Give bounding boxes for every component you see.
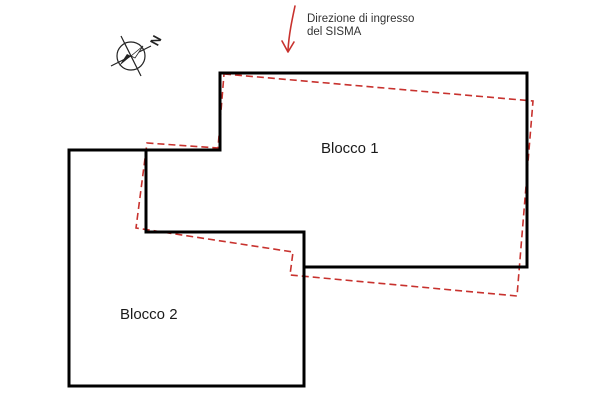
displaced-outline-blocco-1 [135, 73, 534, 297]
label-blocco-1: Blocco 1 [321, 140, 379, 157]
caption-line-1: Direzione di ingresso [307, 13, 415, 25]
label-blocco-2: Blocco 2 [120, 306, 178, 323]
seismic-direction-arrow-icon [281, 5, 296, 53]
outline-blocco-1 [144, 71, 529, 269]
outline-blocco-2 [67, 148, 306, 388]
caption-line-2: del SISMA [307, 26, 362, 38]
seismic-direction-caption: Direzione di ingresso del SISMA [307, 13, 414, 39]
compass-icon [110, 35, 152, 77]
